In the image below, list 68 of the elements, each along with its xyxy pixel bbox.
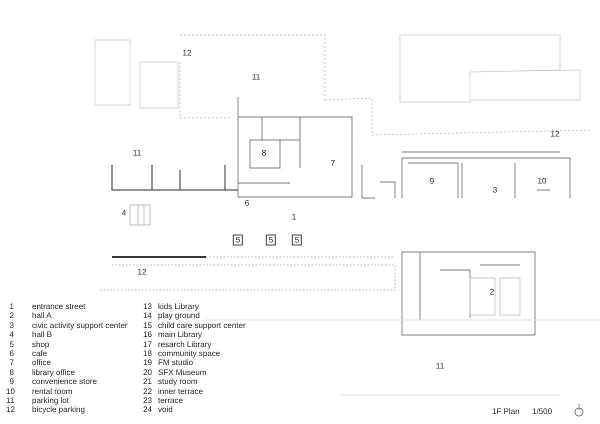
callout-number: 3	[492, 186, 498, 194]
plan-caption: 1F Plan	[492, 407, 520, 416]
callout-number: 11	[252, 72, 260, 82]
legend-number: 21	[142, 377, 152, 386]
legend-text: bicycle parking	[32, 405, 85, 414]
legend-number: 23	[142, 396, 152, 405]
legend-number: 11	[6, 396, 14, 405]
legend-number: 18	[142, 349, 152, 358]
legend-number: 13	[142, 302, 152, 311]
legend-text: hall B	[32, 330, 52, 340]
legend-number: 15	[142, 320, 152, 330]
legend-number: 7	[8, 358, 14, 368]
legend-text: hall A	[32, 311, 52, 320]
legend-number: 3	[8, 320, 14, 330]
callout-number: 8	[262, 148, 266, 158]
legend-text: shop	[32, 340, 50, 349]
legend-text: cafe	[32, 349, 48, 358]
legend-text: library office	[32, 368, 75, 377]
legend-text: entrance street	[32, 302, 86, 311]
callout-number: 12	[182, 48, 192, 58]
legend-text: community space	[158, 349, 220, 358]
legend-number: 6	[8, 349, 14, 358]
legend-number: 9	[8, 377, 14, 386]
legend-number: 19	[142, 358, 152, 368]
legend-number: 8	[8, 368, 14, 377]
legend-text: study room	[158, 377, 198, 386]
callout-number: 2	[490, 288, 494, 296]
callout-number: 10	[538, 176, 546, 186]
legend-number: 14	[142, 311, 152, 320]
legend-number: 10	[6, 386, 14, 396]
shop-number: 5	[232, 234, 244, 246]
callout-number: 11	[436, 362, 444, 370]
scale-label: 1/500	[532, 407, 552, 416]
callout-number: 7	[330, 158, 336, 168]
legend-text: rental room	[32, 386, 72, 396]
legend-number: 12	[6, 405, 14, 414]
shop-number: 5	[266, 234, 276, 246]
legend-text: office	[32, 358, 51, 368]
legend-text: child care support center	[158, 320, 246, 330]
legend-number: 2	[8, 311, 14, 320]
legend-number: 17	[142, 340, 152, 349]
legend-number: 16	[142, 330, 152, 340]
legend-number: 5	[8, 340, 14, 349]
callout-number: 12	[138, 268, 146, 276]
legend-text: play ground	[158, 311, 200, 320]
legend-text: parking lot	[32, 396, 69, 405]
legend-text: civic activity support center	[32, 320, 128, 330]
legend-text: inner terrace	[158, 386, 203, 396]
callout-number: 12	[550, 130, 560, 138]
legend-text: terrace	[158, 396, 183, 405]
shop-number: 5	[292, 234, 302, 246]
legend-text: main Library	[158, 330, 202, 340]
legend-number: 1	[8, 302, 14, 311]
legend-number: 22	[142, 386, 152, 396]
legend-text: FM studio	[158, 358, 194, 368]
callout-number: 4	[122, 208, 126, 218]
legend-number: 20	[142, 368, 152, 377]
legend-text: kids Library	[158, 302, 199, 311]
legend-text: SFX Museum	[158, 368, 206, 377]
callout-number: 1	[292, 212, 296, 222]
legend-text: convenience store	[32, 377, 97, 386]
legend-text: void	[158, 405, 173, 414]
callout-number: 11	[132, 148, 142, 158]
legend-number: 24	[142, 405, 152, 414]
legend-number: 4	[8, 330, 14, 340]
legend-text: resarch Library	[158, 340, 212, 349]
callout-number: 9	[430, 176, 434, 186]
callout-number: 6	[244, 198, 250, 208]
